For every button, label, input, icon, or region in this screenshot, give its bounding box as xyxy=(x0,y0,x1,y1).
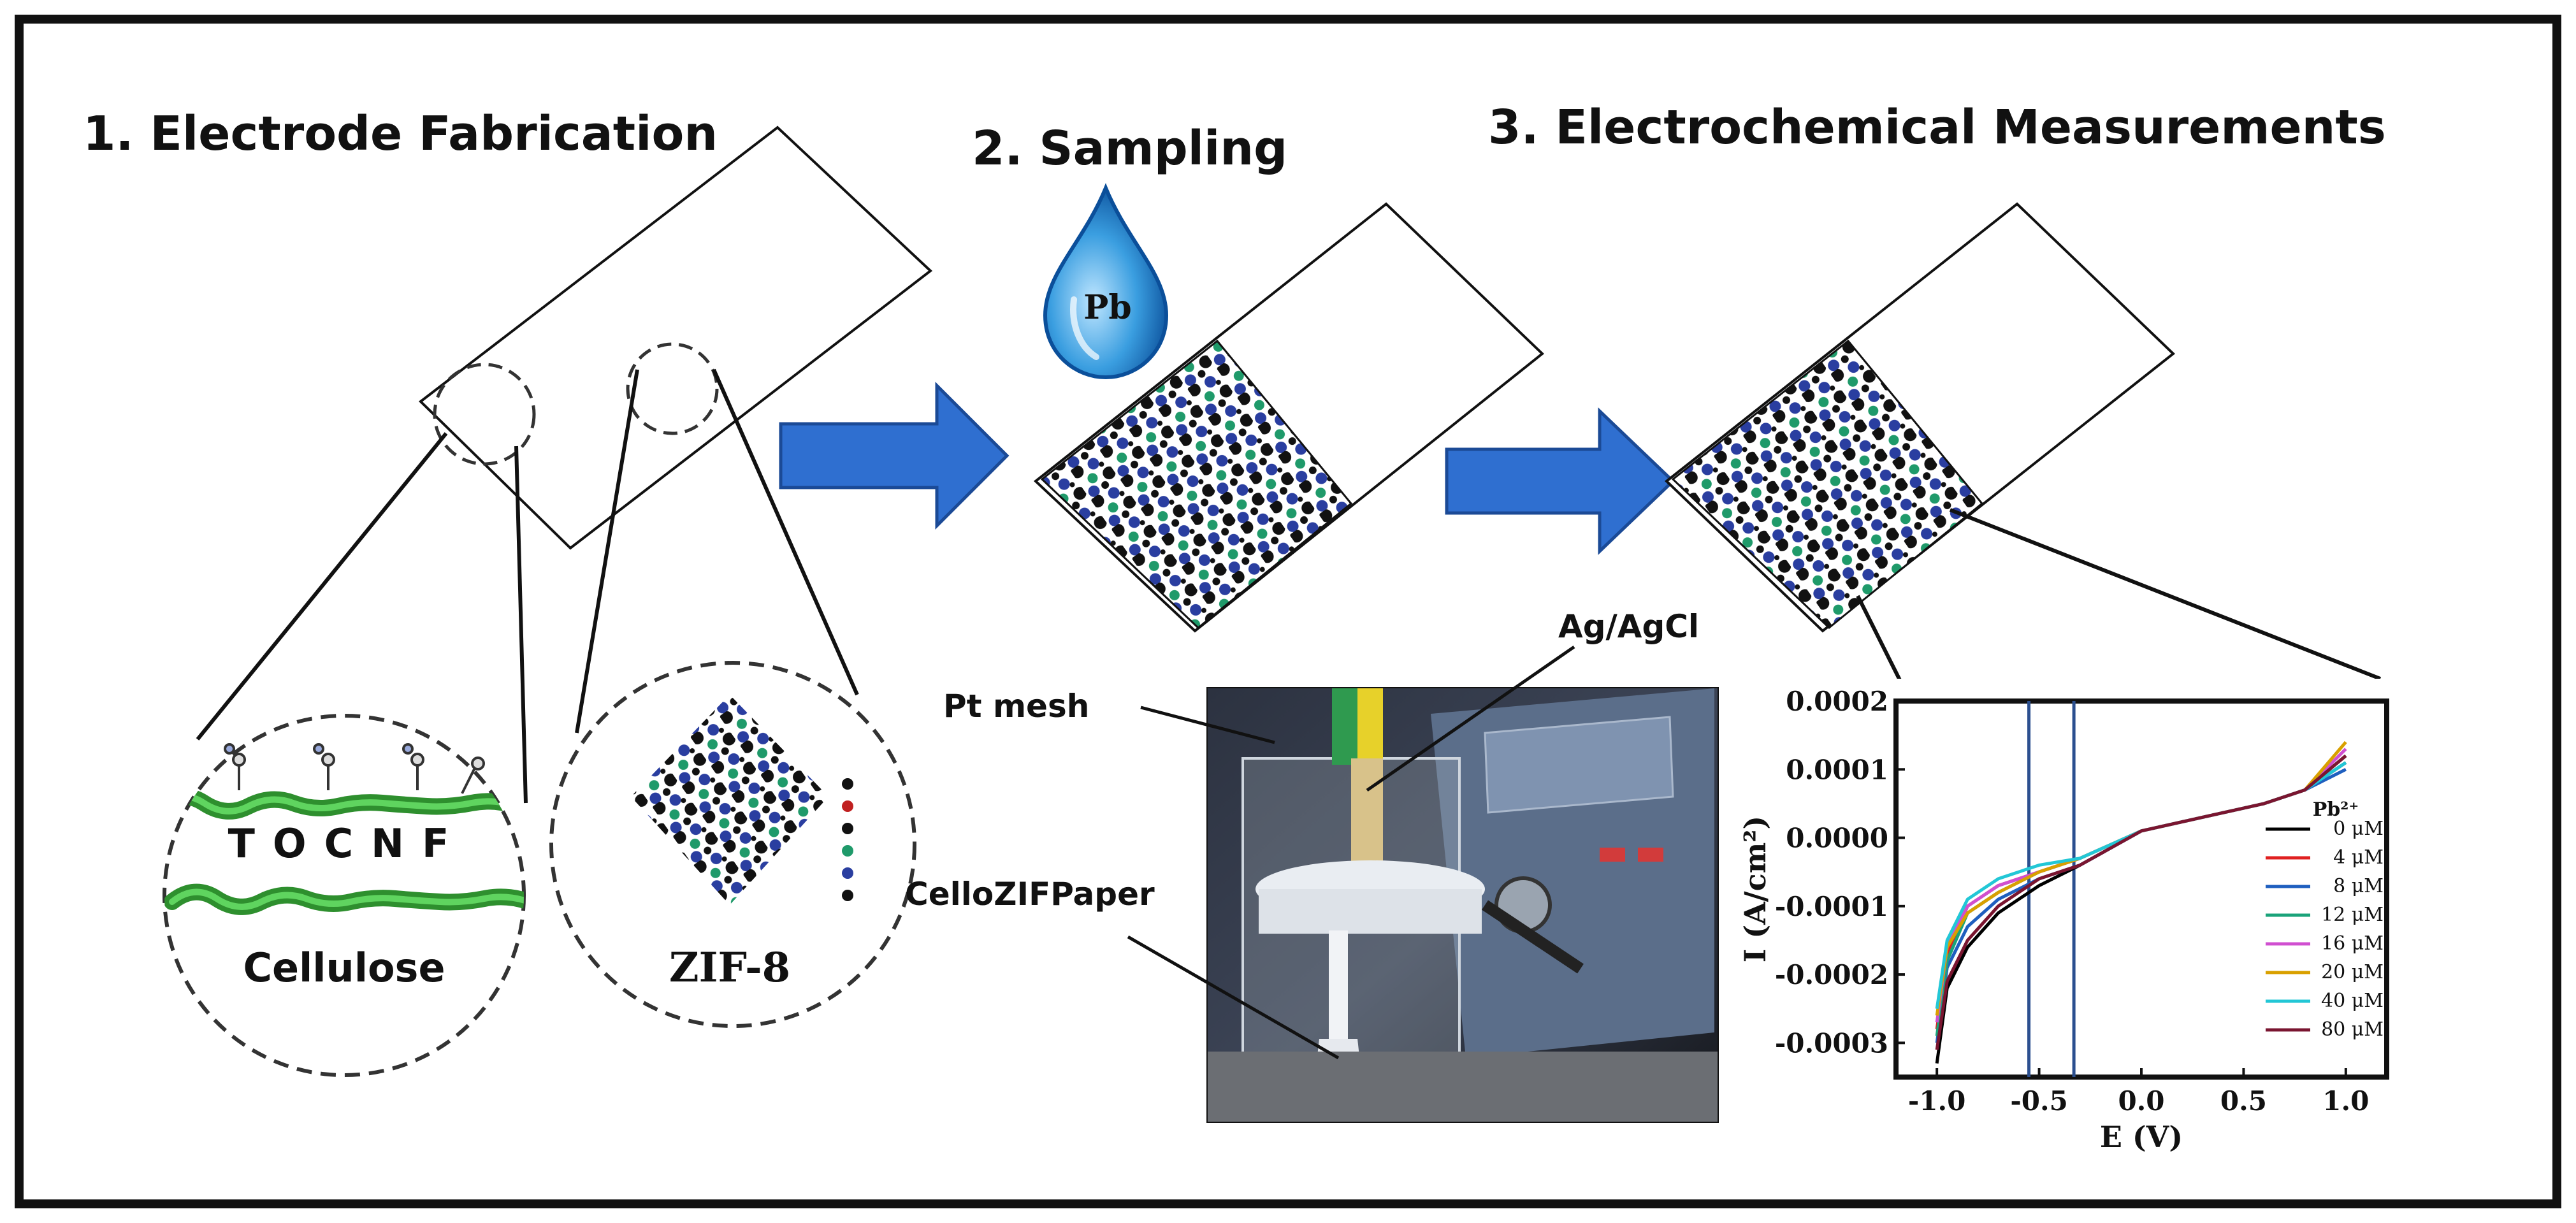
cellozifpaper-label: CelloZIFPaper xyxy=(905,876,1155,913)
zoom-line xyxy=(1856,595,1904,686)
chart-legend-title: Pb²⁺ xyxy=(2313,799,2359,821)
chart-legend-label: 80 μM xyxy=(2321,1018,2384,1041)
process-arrow-1 xyxy=(779,381,1009,530)
pt-mesh-leader xyxy=(1140,706,1275,744)
zoom-circle-zif8: ZIF-8 xyxy=(549,661,916,1028)
zif-coated-area-3 xyxy=(1671,339,1984,629)
zoom-line xyxy=(712,368,859,696)
pb-drop: Pb xyxy=(1043,183,1169,380)
chart-y-tick-label: 0.0000 xyxy=(1786,823,1888,854)
step-2-heading: 2. Sampling xyxy=(972,121,1287,176)
zoom-line xyxy=(196,432,448,741)
chart-legend-label: 12 μM xyxy=(2321,904,2384,926)
chart-y-tick-label: 0.0001 xyxy=(1786,754,1888,785)
carboxyl-groups xyxy=(224,743,485,794)
cellulose-label: Cellulose xyxy=(243,944,445,991)
pb-drop-label: Pb xyxy=(1083,288,1131,327)
zoom-line xyxy=(575,369,639,734)
chart-legend-label: 40 μM xyxy=(2321,990,2384,1012)
process-arrow-2 xyxy=(1445,407,1675,555)
setup-photo xyxy=(1206,687,1719,1123)
pt-mesh-label: Pt mesh xyxy=(943,688,1089,725)
cellozifpaper-leader xyxy=(1127,935,1340,1060)
chart-y-tick-label: 0.0002 xyxy=(1786,686,1888,717)
outer-frame xyxy=(15,15,2561,1208)
step-1-heading: 1. Electrode Fabrication xyxy=(83,106,718,161)
zoom-spot-2 xyxy=(626,342,719,435)
electrode-paper-1 xyxy=(418,126,933,550)
chart-series-line xyxy=(1935,754,2347,1050)
chart-x-tick-label: -0.5 xyxy=(2010,1085,2068,1117)
chart-y-tick-label: -0.0002 xyxy=(1775,959,1888,990)
zoom-circle-cellulose: TOCNF Cellulose xyxy=(163,714,526,1077)
zoom-line xyxy=(1949,508,2382,681)
ag-agcl-leader xyxy=(1366,645,1575,792)
zif-crystal xyxy=(631,695,829,905)
chart-x-tick-label: 0.5 xyxy=(2220,1085,2267,1117)
zoom-spot-1 xyxy=(433,363,536,466)
chart-legend-label: 16 μM xyxy=(2321,932,2384,955)
zoom-line xyxy=(514,445,528,804)
cv-chart: 0.00020.00010.0000-0.0001-0.0002-0.0003 … xyxy=(1738,679,2393,1154)
zif8-label: ZIF-8 xyxy=(669,944,790,992)
zif-legend-dots xyxy=(842,778,853,901)
chart-x-tick-label: 1.0 xyxy=(2322,1085,2369,1117)
chart-x-axis-label: E (V) xyxy=(2100,1120,2183,1154)
chart-x-tick-label: 0.0 xyxy=(2118,1085,2164,1117)
chart-legend-label: 4 μM xyxy=(2333,846,2384,869)
tocnf-label: TOCNF xyxy=(228,820,467,867)
ag-agcl-label: Ag/AgCl xyxy=(1558,608,1699,645)
chart-y-tick-label: -0.0001 xyxy=(1775,891,1888,922)
chart-legend-label: 20 μM xyxy=(2321,961,2384,983)
chart-background xyxy=(1762,679,2393,1144)
chart-legend-label: 8 μM xyxy=(2333,875,2384,897)
chart-x-tick-label: -1.0 xyxy=(1908,1085,1966,1117)
chart-y-tick-label: -0.0003 xyxy=(1775,1027,1888,1059)
chart-y-axis-label: I (A/cm²) xyxy=(1738,816,1772,962)
step-3-heading: 3. Electrochemical Measurements xyxy=(1488,100,2386,155)
zif-coated-area-2 xyxy=(1040,339,1353,629)
chart-legend-label: 0 μM xyxy=(2333,818,2384,840)
